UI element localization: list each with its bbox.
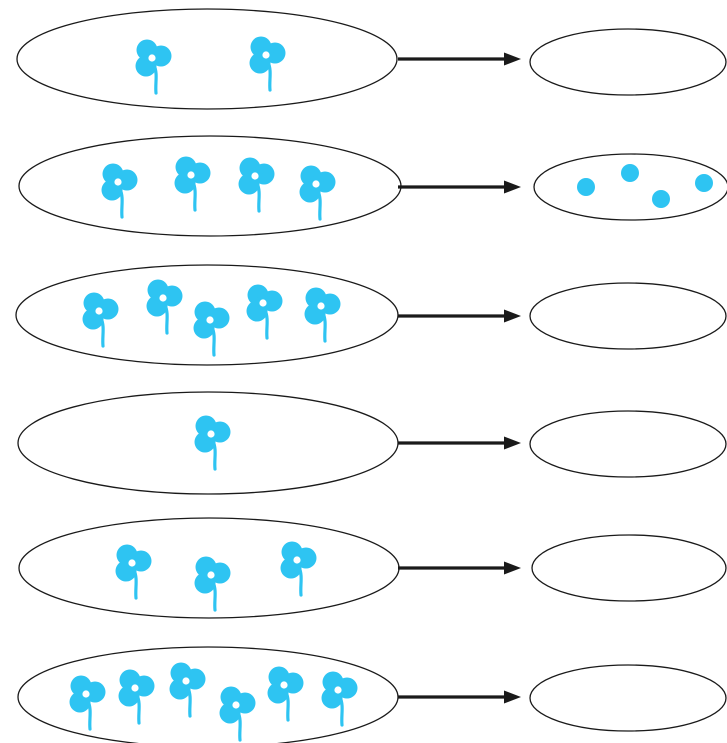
answer-oval <box>529 28 727 96</box>
right-arrow-icon <box>398 180 521 194</box>
clover-flower-icon <box>174 156 211 212</box>
answer-oval <box>529 410 727 478</box>
clover-flower-icon <box>146 279 183 335</box>
diagram-row <box>15 264 727 366</box>
right-arrow-icon <box>398 561 521 575</box>
right-arrow-icon <box>398 436 521 450</box>
clover-flower-icon <box>299 165 336 221</box>
diagram-row <box>17 646 727 743</box>
right-arrow-icon <box>398 309 521 323</box>
clover-flower-icon <box>246 284 283 340</box>
clover-flower-icon <box>219 686 256 742</box>
answer-oval <box>531 534 727 602</box>
clover-flower-icon <box>193 301 230 357</box>
clover-flower-icon <box>238 157 275 213</box>
clover-flower-icon <box>194 415 231 471</box>
clover-flower-icon <box>304 287 341 343</box>
clover-flower-icon <box>249 36 286 92</box>
group-oval <box>16 8 398 110</box>
answer-oval <box>533 153 727 221</box>
diagram-row <box>18 135 727 237</box>
answer-oval <box>529 282 727 350</box>
dot-icon <box>577 178 595 196</box>
dot-icon <box>621 164 639 182</box>
clover-flower-icon <box>280 541 317 597</box>
dot-icon <box>695 174 713 192</box>
diagram-row <box>18 517 727 619</box>
clover-flower-icon <box>321 671 358 727</box>
clover-flower-icon <box>169 662 206 718</box>
clover-flower-icon <box>194 556 231 612</box>
right-arrow-icon <box>398 52 521 66</box>
clover-flower-icon <box>115 544 152 600</box>
clover-flower-icon <box>118 669 155 725</box>
group-oval <box>18 135 402 237</box>
right-arrow-icon <box>398 690 521 704</box>
dot-icon <box>652 190 670 208</box>
answer-oval <box>529 664 727 732</box>
clover-flower-icon <box>267 666 304 722</box>
diagram-row <box>17 391 727 495</box>
clover-flower-icon <box>101 163 138 219</box>
clover-flower-icon <box>69 675 106 731</box>
clover-flower-icon <box>82 292 119 348</box>
clover-flower-icon <box>135 39 172 95</box>
diagram-row <box>16 8 727 110</box>
